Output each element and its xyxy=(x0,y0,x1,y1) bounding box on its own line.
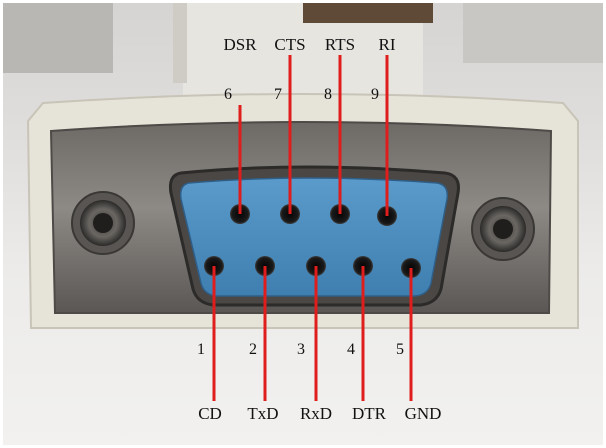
photo-stage: DSR CTS RTS RI 6 7 8 9 1 2 3 4 5 CD TxD … xyxy=(3,3,603,445)
pin-number-6: 6 xyxy=(224,86,232,103)
signal-label-dsr: DSR xyxy=(223,35,257,54)
left-screw-hole xyxy=(71,191,135,255)
connector-face xyxy=(179,177,449,297)
signal-label-cd: CD xyxy=(198,404,222,423)
pin-number-8: 8 xyxy=(324,86,332,103)
signal-label-ri: RI xyxy=(378,35,396,54)
db9-connector-photo xyxy=(3,3,603,401)
signal-label-rxd: RxD xyxy=(299,404,333,423)
right-screw-hole xyxy=(471,197,535,261)
signal-label-cts: CTS xyxy=(274,35,306,54)
signal-label-dtr: DTR xyxy=(352,404,386,423)
pin-number-2: 2 xyxy=(249,341,257,358)
signal-label-gnd: GND xyxy=(404,404,442,423)
pin-number-3: 3 xyxy=(297,341,305,358)
pin-number-4: 4 xyxy=(347,341,355,358)
background-cable xyxy=(3,3,603,98)
pin-number-7: 7 xyxy=(274,86,282,103)
signal-label-txd: TxD xyxy=(247,404,279,423)
pin-number-5: 5 xyxy=(396,341,404,358)
pin-number-1: 1 xyxy=(197,341,205,358)
signal-label-rts: RTS xyxy=(324,35,356,54)
pin-number-9: 9 xyxy=(371,86,379,103)
pointer-lines xyxy=(212,55,413,401)
